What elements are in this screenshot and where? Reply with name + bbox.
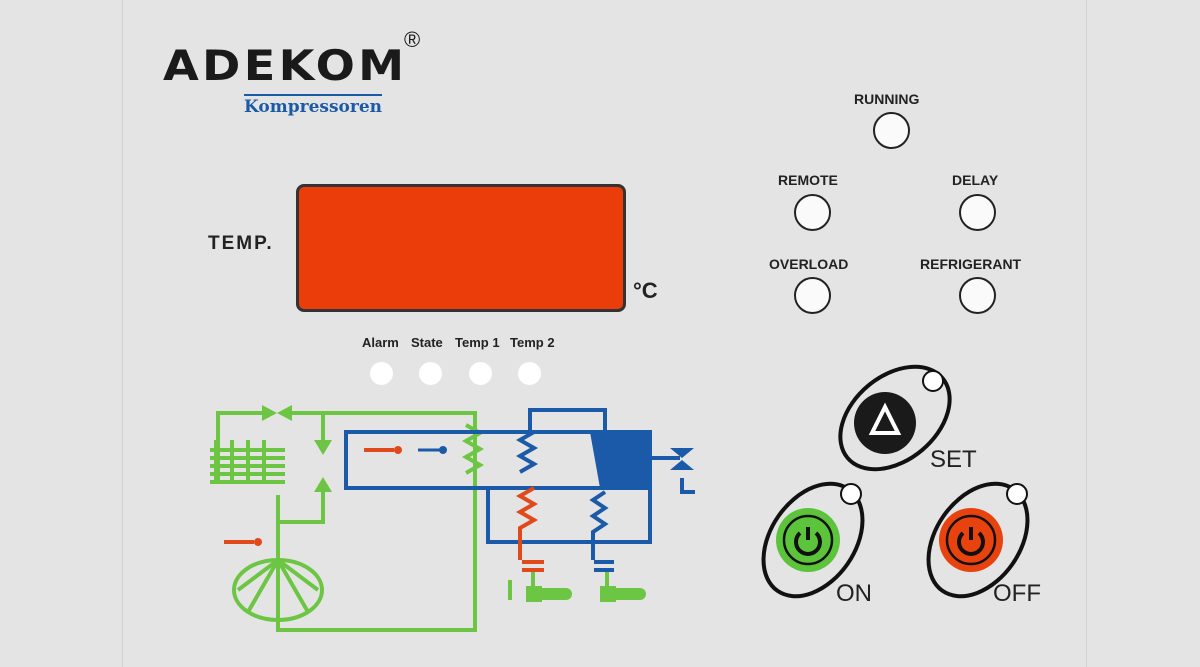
power-icon — [794, 527, 822, 556]
refrigerant-led — [959, 277, 996, 314]
temp2-led — [518, 362, 541, 385]
temp2-label: Temp 2 — [510, 335, 555, 350]
running-label: RUNNING — [854, 91, 920, 107]
overload-led — [794, 277, 831, 314]
running-led — [873, 112, 910, 149]
refrigerant-label: REFRIGERANT — [920, 256, 1022, 272]
brand-logo: ADEKOM — [163, 41, 408, 90]
remote-led — [794, 194, 831, 231]
temp1-led — [469, 362, 492, 385]
off-label: OFF — [993, 580, 1041, 607]
set-button[interactable] — [821, 346, 970, 490]
overload-label: OVERLOAD — [769, 256, 849, 272]
set-label: SET — [930, 446, 977, 473]
delay-label: DELAY — [952, 172, 999, 188]
temp1-label: Temp 1 — [455, 335, 500, 350]
alarm-led — [370, 362, 393, 385]
on-label: ON — [836, 580, 872, 607]
on-button[interactable] — [743, 465, 883, 615]
power-icon — [957, 527, 985, 556]
remote-label: REMOTE — [778, 172, 838, 188]
state-label: State — [411, 335, 443, 350]
temp-label: TEMP. — [208, 233, 274, 254]
temperature-display — [296, 184, 626, 312]
registered-mark: ® — [404, 27, 421, 52]
alarm-label: Alarm — [362, 335, 399, 350]
triangle-up-icon — [868, 402, 902, 435]
unit-label: °C — [633, 278, 658, 303]
state-led — [419, 362, 442, 385]
off-button[interactable] — [908, 465, 1048, 615]
brand-subtitle: Kompressoren — [244, 94, 383, 117]
delay-led — [959, 194, 996, 231]
